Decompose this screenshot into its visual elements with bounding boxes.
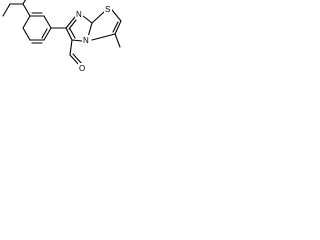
aldehyde-oxygen-label: O [79, 64, 85, 73]
imidazole-n7-c7a [82, 15, 93, 24]
aldehyde-c-o-inner [72, 53, 83, 65]
bridgehead-nitrogen-bg [82, 35, 90, 45]
ethyl-group [2, 3, 24, 17]
phenyl-ring [22, 0, 52, 44]
thiazole-c2-c3-inner [112, 21, 119, 33]
thiazole-c2-c3 [114, 20, 122, 35]
ring-nitrogen-bg [75, 9, 83, 19]
phenyl-bond-d-inner [41, 28, 48, 39]
aldehyde-c5-c [69, 39, 73, 56]
imidazole-ring [65, 15, 93, 42]
sulfur-label: S [105, 5, 110, 14]
thiazole-s-c2 [111, 9, 122, 22]
thiazole-c7a-s [91, 11, 105, 24]
oxygen-bg [78, 63, 86, 73]
sulfur-bg [104, 4, 112, 14]
ring-nitrogen-label: N [76, 10, 82, 19]
ethyl-bond-ch2-ch3 [2, 3, 11, 17]
imidazole-c7a-n4 [87, 22, 93, 38]
phenyl-bond-c [43, 15, 52, 29]
imidazole-c5-c6 [65, 27, 73, 41]
thiazole-c3-n4 [91, 33, 116, 41]
imidazole-n4-c5 [71, 39, 83, 42]
phenyl-bond-a [22, 3, 31, 17]
phenyl-bond-d [43, 27, 52, 41]
imidazole-c6-n7-inner [68, 19, 77, 30]
thiazole-ring [91, 9, 122, 41]
phenyl-bond-g [22, 15, 31, 29]
imidazole-c5-c6-inner [69, 28, 76, 39]
phenyl-bond-1 [22, 0, 26, 5]
chemical-structure: N N S O [2, 0, 122, 73]
imidazole-c6-n7 [65, 16, 76, 29]
aldehyde-group [69, 39, 83, 67]
bridgehead-nitrogen-label: N [83, 36, 89, 45]
methyl-bond [114, 33, 121, 48]
phenyl-bond-f [22, 27, 31, 41]
